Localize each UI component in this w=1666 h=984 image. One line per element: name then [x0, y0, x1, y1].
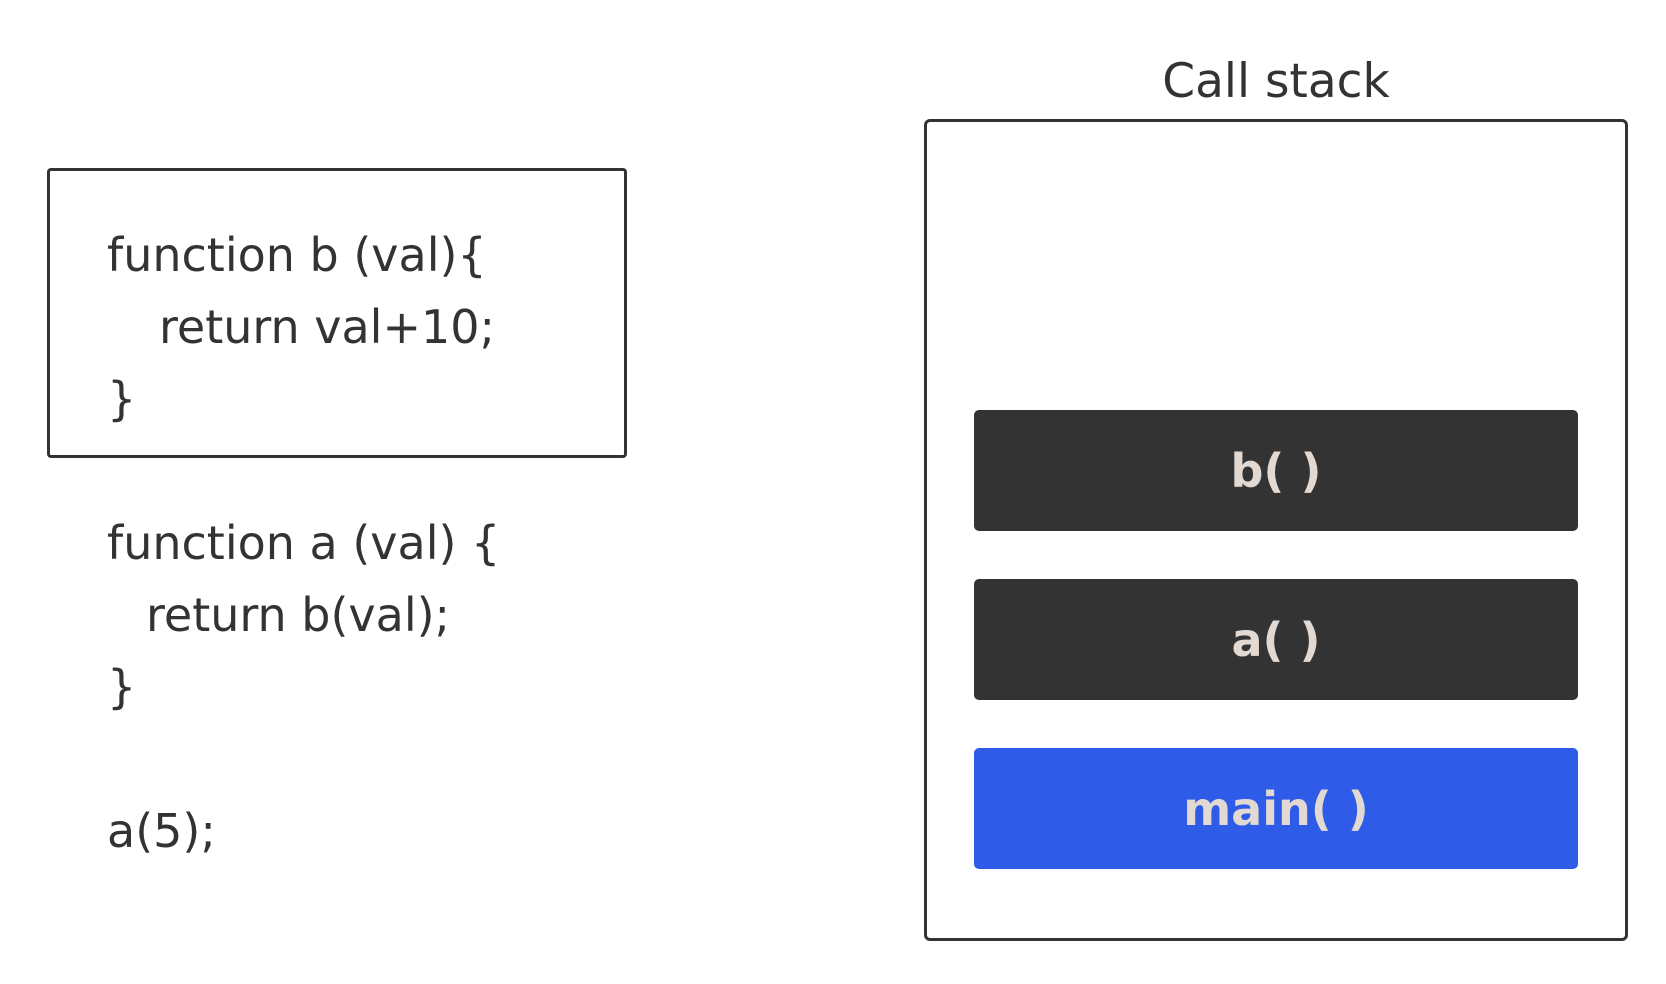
- stack-frame-main-label: main( ): [1183, 781, 1369, 836]
- code-line-function-b-declaration: function b (val){: [107, 228, 487, 282]
- call-stack-title: Call stack: [1162, 54, 1390, 109]
- code-line-function-b-return: return val+10;: [159, 300, 496, 354]
- function-b-highlight-box: [47, 168, 627, 458]
- stack-frame-a-label: a( ): [1231, 612, 1321, 667]
- code-line-function-b-close: }: [107, 372, 137, 426]
- stack-frame-b-label: b( ): [1230, 443, 1322, 498]
- call-stack-container: [924, 119, 1628, 941]
- stack-frame-b: b( ): [974, 410, 1578, 531]
- code-line-function-a-close: }: [107, 660, 137, 714]
- code-line-call: a(5);: [107, 804, 216, 858]
- stack-frame-main: main( ): [974, 748, 1578, 869]
- code-line-function-a-return: return b(val);: [146, 588, 451, 642]
- code-line-function-a-declaration: function a (val) {: [107, 516, 501, 570]
- stack-frame-a: a( ): [974, 579, 1578, 700]
